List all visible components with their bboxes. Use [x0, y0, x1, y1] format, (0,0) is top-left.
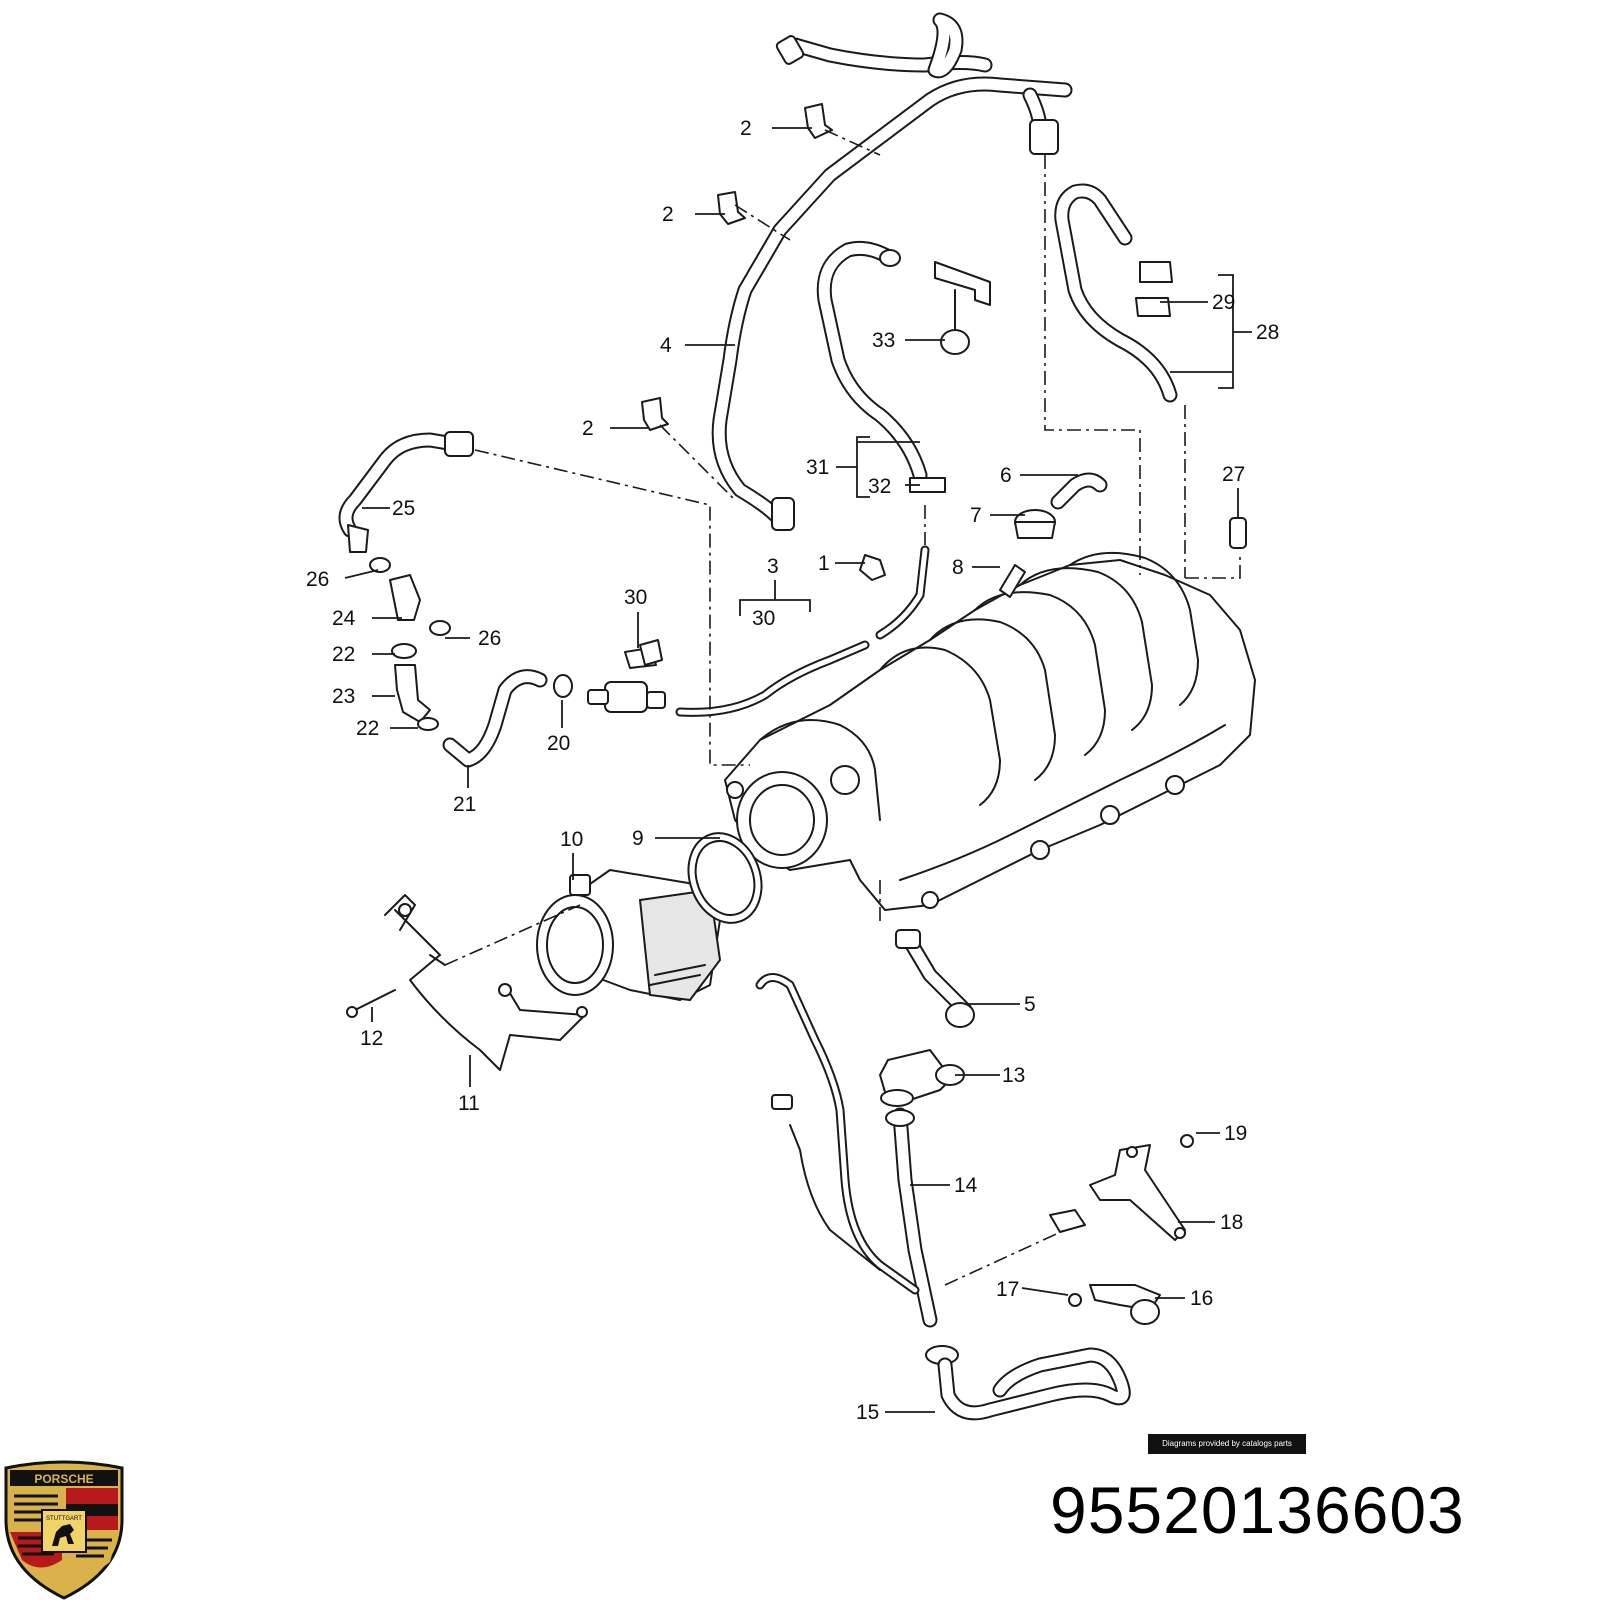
assembly-lines: [444, 129, 1241, 1286]
callout-13: 13: [1002, 1064, 1025, 1087]
callouts: 2 2 4 2 25 26 24 26 22 23 22 21 20 30 3 …: [306, 117, 1279, 1424]
clips: [639, 103, 886, 666]
svg-text:PORSCHE: PORSCHE: [34, 1472, 93, 1486]
callout-16: 16: [1190, 1287, 1213, 1310]
callout-8: 8: [952, 556, 964, 579]
leader-lines: [344, 127, 1252, 1413]
callout-32: 32: [868, 475, 891, 498]
sensor-wires: [755, 973, 920, 1295]
part-number: 95520136603: [1050, 1473, 1465, 1547]
callout-10: 10: [560, 828, 583, 851]
callout-21: 21: [453, 793, 476, 816]
callout-14: 14: [954, 1174, 978, 1197]
callout-11: 11: [458, 1092, 480, 1115]
hose-3: [675, 545, 930, 717]
callout-1: 1: [818, 552, 830, 575]
hose-31: [816, 240, 946, 493]
callout-2: 2: [740, 117, 752, 140]
callout-4: 4: [660, 334, 672, 357]
brackets-lower: [1049, 1134, 1194, 1325]
diagram-credit-badge: Diagrams provided by catalogs parts: [1148, 1434, 1306, 1454]
callout-20: 20: [547, 732, 570, 755]
callout-2: 2: [582, 417, 594, 440]
callout-3: 3: [767, 555, 779, 578]
throttle-body: [536, 869, 722, 1002]
callout-29: 29: [1212, 291, 1235, 314]
callout-23: 23: [332, 685, 355, 708]
callout-5: 5: [1024, 993, 1036, 1016]
callout-6: 6: [1000, 464, 1012, 487]
callout-30: 30: [752, 607, 775, 630]
callout-18: 18: [1220, 1211, 1243, 1234]
hose-4: [711, 12, 1073, 531]
callout-25: 25: [392, 497, 415, 520]
intake-manifold: [724, 551, 1256, 911]
callout-26: 26: [478, 627, 501, 650]
small-parts: [999, 472, 1247, 598]
gasket: [687, 832, 763, 924]
callout-9: 9: [632, 827, 644, 850]
bracket-33: [934, 261, 991, 355]
callout-7: 7: [970, 504, 982, 527]
hose-28: [1054, 183, 1178, 403]
callout-33: 33: [872, 329, 895, 352]
svg-text:STUTTGART: STUTTGART: [46, 1516, 82, 1522]
hose-5-group: [879, 929, 1131, 1421]
porsche-crest-icon: PORSCHE STUTTGART: [4, 1460, 124, 1600]
callout-27: 27: [1222, 463, 1245, 486]
callout-24: 24: [332, 607, 356, 630]
callout-17: 17: [996, 1278, 1019, 1301]
callout-15: 15: [856, 1401, 879, 1424]
callout-26: 26: [306, 568, 329, 591]
callout-31: 31: [806, 456, 829, 479]
callout-22: 22: [356, 717, 379, 740]
callout-19: 19: [1224, 1122, 1247, 1145]
callout-28: 28: [1256, 321, 1279, 344]
callout-12: 12: [360, 1027, 383, 1050]
callout-30: 30: [624, 586, 647, 609]
bracket: [346, 894, 588, 1071]
hose-21-group: [338, 431, 548, 768]
callout-22: 22: [332, 643, 355, 666]
callout-2: 2: [662, 203, 674, 226]
